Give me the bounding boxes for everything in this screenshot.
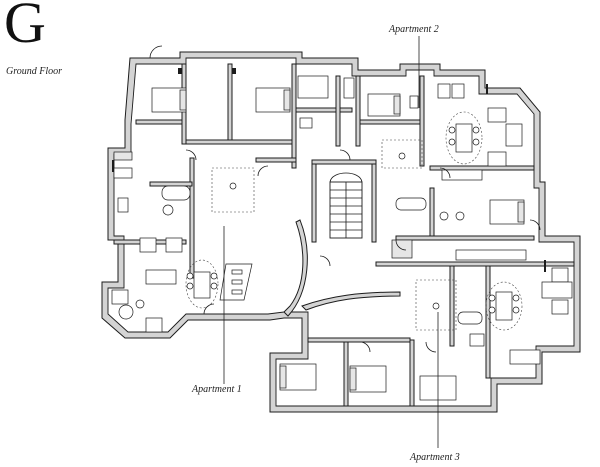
apt1-living-furniture — [111, 237, 253, 333]
apartment-1-label: Apartment 1 — [192, 384, 242, 395]
door-swings — [149, 45, 541, 353]
stair-core — [329, 172, 363, 239]
leader-lines — [223, 36, 439, 448]
floor-letter: G — [4, 0, 46, 55]
apt2-living-furniture — [437, 83, 523, 181]
apartment-3-label: Apartment 3 — [410, 452, 460, 463]
apt3-living-furniture — [455, 249, 573, 365]
floor-name: Ground Floor — [6, 66, 63, 77]
hall-squares — [211, 139, 457, 331]
window-details — [112, 68, 546, 272]
apartment-2-label: Apartment 2 — [389, 24, 439, 35]
bathroom-fixtures — [113, 77, 483, 325]
